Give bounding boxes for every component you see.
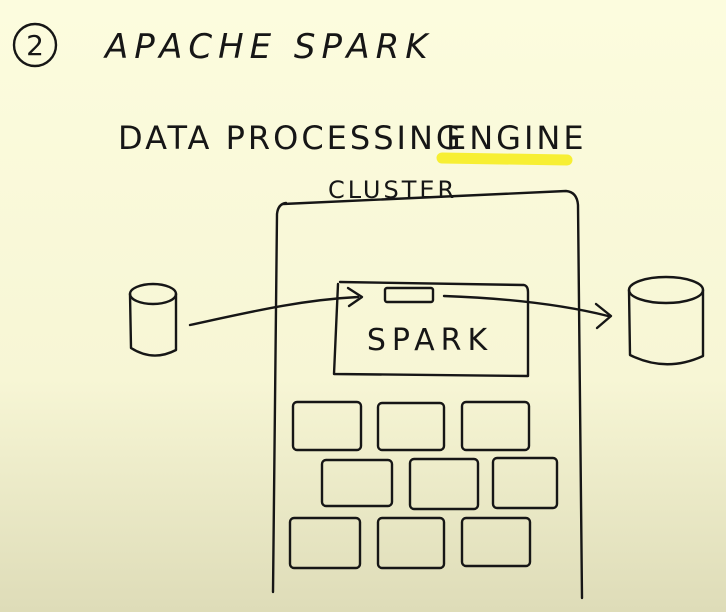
worker-node-5 bbox=[408, 457, 480, 511]
output-arrow bbox=[442, 294, 610, 318]
worker-node-8 bbox=[376, 516, 446, 570]
destination-database bbox=[627, 275, 705, 366]
spark-buffer-box bbox=[383, 286, 435, 304]
data-flow bbox=[188, 286, 613, 330]
worker-node-4 bbox=[320, 458, 394, 508]
source-db-body bbox=[128, 292, 178, 357]
destination-db-body bbox=[627, 288, 705, 366]
spark-box bbox=[332, 280, 530, 378]
engine-highlight bbox=[436, 152, 573, 166]
source-database bbox=[128, 282, 178, 357]
spark-label: SPARK bbox=[367, 323, 493, 358]
input-arrow-head bbox=[346, 286, 364, 308]
heading: 2 APACHE SPARK bbox=[12, 22, 434, 68]
input-arrow bbox=[188, 295, 360, 327]
worker-nodes bbox=[288, 400, 559, 570]
worker-node-9 bbox=[460, 516, 532, 568]
worker-node-6 bbox=[491, 456, 559, 510]
subtitle: DATA PROCESSING ENGINE bbox=[118, 119, 587, 166]
subtitle-prefix: DATA PROCESSING bbox=[118, 119, 464, 157]
subtitle-highlight: ENGINE bbox=[446, 119, 587, 157]
number-circle bbox=[12, 22, 58, 68]
worker-node-3 bbox=[460, 400, 531, 452]
worker-node-1 bbox=[291, 400, 363, 452]
heading-title: APACHE SPARK bbox=[103, 27, 434, 67]
cluster: CLUSTER SPARK bbox=[271, 176, 584, 600]
heading-number: 2 bbox=[26, 29, 44, 62]
worker-node-7 bbox=[288, 516, 362, 570]
worker-node-2 bbox=[376, 401, 446, 452]
cluster-box bbox=[271, 189, 584, 600]
output-arrow-head bbox=[594, 302, 613, 330]
